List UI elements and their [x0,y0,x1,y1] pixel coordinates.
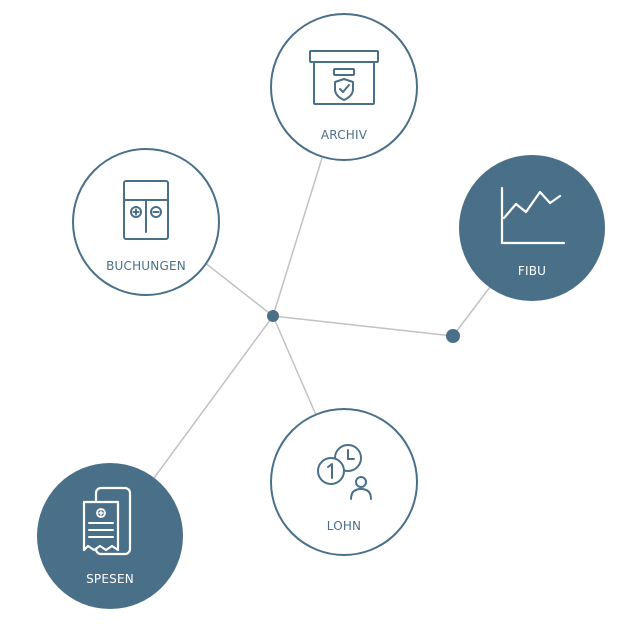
plus-minus-ledger-icon [123,180,169,240]
node-buchungen[interactable]: BUCHUNGEN [72,148,220,296]
node-lohn[interactable]: LOHN [270,408,418,556]
node-fibu-label: FIBU [518,264,546,278]
node-archiv[interactable]: ARCHIV [270,13,418,161]
node-lohn-circle [270,408,418,556]
central-hub [267,310,279,322]
node-lohn-label: LOHN [327,519,362,533]
connector-fibuhub-fibu [452,286,491,337]
node-archiv-label: ARCHIV [321,128,368,142]
phone-receipt-icon [82,486,132,556]
node-archiv-circle [270,13,418,161]
archive-box-shield-icon [309,50,379,105]
connector-hub-fibu-hub [272,315,454,337]
connector-hub-buchungen [203,261,274,317]
node-spesen[interactable]: SPESEN [37,463,183,609]
node-spesen-label: SPESEN [86,572,134,586]
connector-hub-archiv [272,157,323,317]
connector-hub-spesen [153,315,274,479]
connectors [153,157,491,479]
node-fibu-circle [459,155,605,301]
line-chart-icon [500,186,566,245]
node-buchungen-label: BUCHUNGEN [106,259,186,273]
fibu-hub [446,329,460,343]
node-fibu[interactable]: FIBU [459,155,605,301]
coin-clock-person-icon [317,444,372,500]
connector-hub-lohn [272,315,317,416]
